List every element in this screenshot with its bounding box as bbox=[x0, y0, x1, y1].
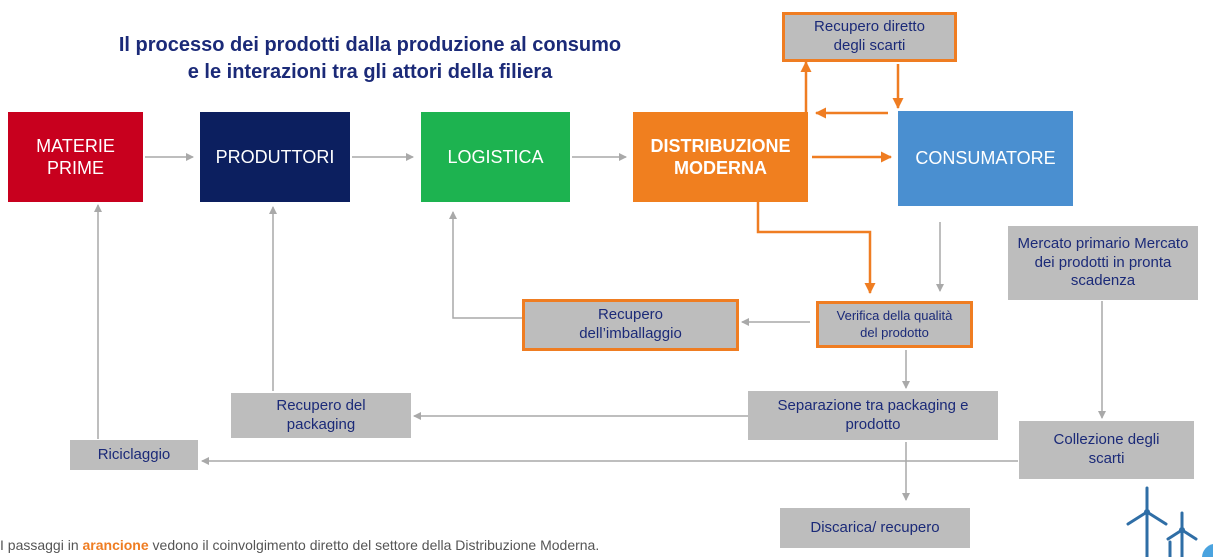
separazione-label: Separazione tra packaging e prodotto bbox=[777, 396, 969, 433]
produttori-label: PRODUTTORI bbox=[215, 146, 335, 167]
footnote-after: vedono il coinvolgimento diretto del set… bbox=[148, 537, 600, 553]
produttori-box: PRODUTTORI bbox=[200, 112, 350, 202]
mercato-label: Mercato primario Mercato dei prodotti in… bbox=[1017, 234, 1189, 290]
verifica-qualita-box: Verifica della qualità del prodotto bbox=[816, 301, 973, 348]
logistica-box: LOGISTICA bbox=[421, 112, 570, 202]
logistica-label: LOGISTICA bbox=[447, 146, 544, 167]
mercato-box: Mercato primario Mercato dei prodotti in… bbox=[1008, 226, 1198, 300]
recupero-diretto-box: Recupero diretto degli scarti bbox=[782, 12, 957, 62]
consumatore-label: CONSUMATORE bbox=[915, 148, 1056, 169]
collezione-scarti-box: Collezione degli scarti bbox=[1019, 421, 1194, 479]
riciclaggio-label: Riciclaggio bbox=[97, 445, 171, 463]
collezione-scarti-label: Collezione degli scarti bbox=[1053, 431, 1160, 467]
recupero-packaging-box: Recupero del packaging bbox=[231, 393, 411, 438]
recupero-imballaggio-label: Recupero dell’imballaggio bbox=[579, 306, 682, 342]
materie-prime-label: MATERIE PRIME bbox=[36, 135, 115, 179]
discarica-recupero-label: Discarica/ recupero bbox=[810, 518, 940, 536]
title-line-1: Il processo dei prodotti dalla produzion… bbox=[118, 34, 622, 56]
wind-turbines-icon bbox=[1126, 486, 1213, 557]
diagram-title: Il processo dei prodotti dalla produzion… bbox=[60, 32, 680, 86]
verifica-qualita-label: Verifica della qualità del prodotto bbox=[836, 308, 953, 340]
arrow-distribuzione-to-verifica bbox=[756, 202, 876, 294]
footnote: I passaggi in arancione vedono il coinvo… bbox=[0, 537, 599, 553]
riciclaggio-box: Riciclaggio bbox=[70, 440, 198, 470]
discarica-recupero-box: Discarica/ recupero bbox=[780, 508, 970, 548]
consumatore-box: CONSUMATORE bbox=[898, 111, 1073, 206]
recupero-imballaggio-box: Recupero dell’imballaggio bbox=[522, 299, 739, 351]
separazione-box: Separazione tra packaging e prodotto bbox=[748, 391, 998, 440]
footnote-before: I passaggi in bbox=[0, 537, 83, 553]
recupero-diretto-label: Recupero diretto degli scarti bbox=[814, 18, 925, 54]
distribuzione-moderna-box: DISTRIBUZIONE MODERNA bbox=[633, 112, 808, 202]
footnote-highlight: arancione bbox=[82, 537, 149, 553]
arrow-recupero-imballaggio-to-logistica bbox=[449, 211, 523, 319]
distribuzione-moderna-label: DISTRIBUZIONE MODERNA bbox=[650, 135, 791, 179]
materie-prime-box: MATERIE PRIME bbox=[8, 112, 143, 202]
title-line-2: e le interazioni tra gli attori della fi… bbox=[187, 61, 553, 83]
recupero-packaging-label: Recupero del packaging bbox=[276, 396, 366, 433]
